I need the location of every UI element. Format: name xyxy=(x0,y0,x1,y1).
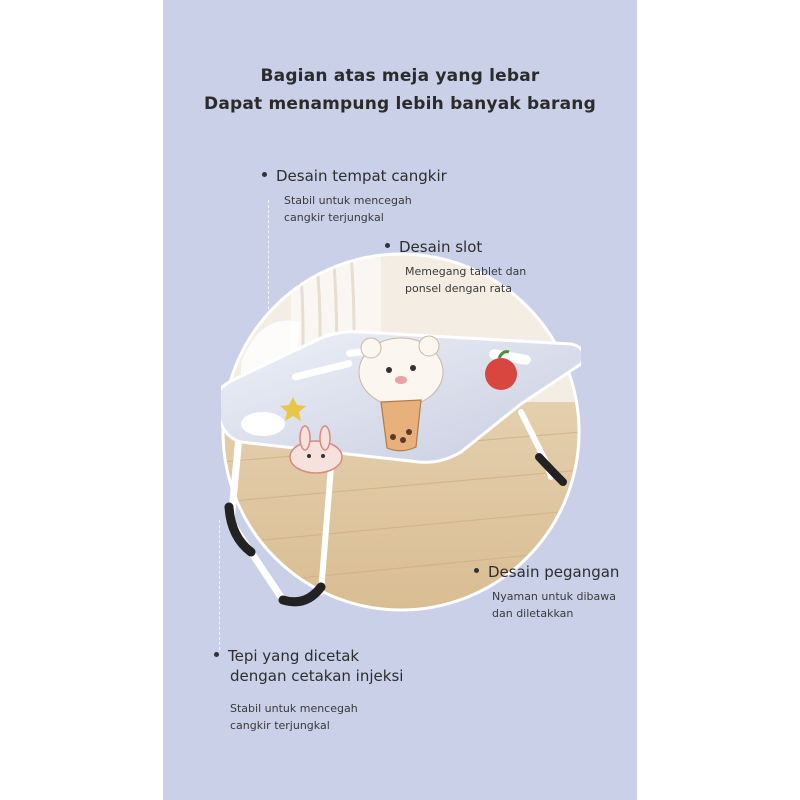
feature-desc-line: ponsel dengan rata xyxy=(405,282,512,295)
feature-desc-line: Stabil untuk mencegah xyxy=(284,194,412,207)
bullet-icon xyxy=(214,652,219,657)
headline-line-1: Bagian atas meja yang lebar xyxy=(260,66,540,86)
feature-title: Tepi yang dicetak xyxy=(228,647,360,665)
feature-desc-line: Memegang tablet dan xyxy=(405,265,527,278)
feature-title: Desain pegangan xyxy=(488,563,620,581)
bullet-icon xyxy=(385,243,390,248)
feature-desc-line: dan diletakkan xyxy=(492,607,574,620)
bullet-icon xyxy=(474,568,479,573)
feature-title: Desain tempat cangkir xyxy=(276,167,447,185)
bullet-icon xyxy=(262,172,267,177)
guide-line-cup xyxy=(268,200,269,380)
feature-desc-line: cangkir terjungkal xyxy=(284,211,384,224)
feature-title: Desain slot xyxy=(399,238,483,256)
headline: Bagian atas meja yang lebar Dapat menamp… xyxy=(163,62,637,118)
guide-line-edge xyxy=(219,520,220,650)
product-panel: Bagian atas meja yang lebar Dapat menamp… xyxy=(163,0,637,800)
feature-desc-line: Stabil untuk mencegah xyxy=(230,702,358,715)
feature-slot: Desain slot Memegang tablet dan ponsel d… xyxy=(385,237,526,297)
headline-line-2: Dapat menampung lebih banyak barang xyxy=(204,94,596,114)
feature-edge: Tepi yang dicetak dengan cetakan injeksi… xyxy=(214,646,403,734)
feature-desc-line: Nyaman untuk dibawa xyxy=(492,590,616,603)
product-image xyxy=(221,252,581,612)
feature-title-line-2: dengan cetakan injeksi xyxy=(230,667,404,685)
feature-desc-line: cangkir terjungkal xyxy=(230,719,330,732)
feature-handle: Desain pegangan Nyaman untuk dibawa dan … xyxy=(474,562,619,622)
star-sticker xyxy=(280,397,306,421)
feature-cup-holder: Desain tempat cangkir Stabil untuk mence… xyxy=(262,166,447,226)
